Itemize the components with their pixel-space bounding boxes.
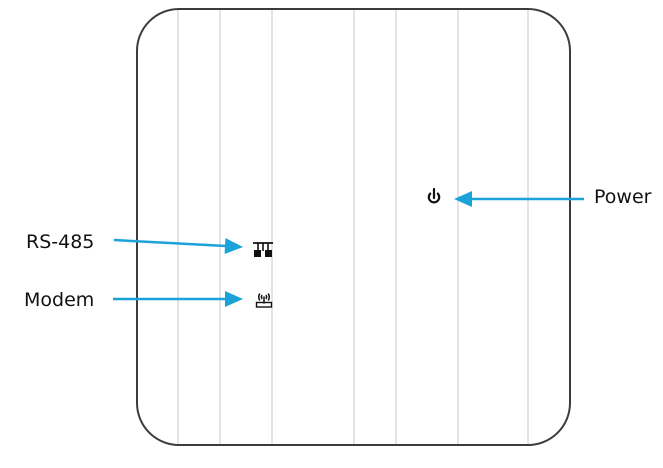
modem-arrowhead	[225, 291, 243, 307]
rs485-arrowhead	[224, 238, 243, 254]
modem-antenna-icon	[255, 293, 273, 308]
power-icon	[427, 187, 441, 204]
rs485-label: RS-485	[26, 231, 95, 253]
modem-label: Modem	[24, 289, 95, 311]
rs485-arrow-line	[113, 238, 227, 248]
power-arrowhead	[454, 191, 472, 207]
rs485-icon	[253, 242, 273, 257]
arrows	[113, 191, 584, 307]
panel-stripes	[177, 9, 529, 445]
device-outline	[136, 8, 571, 446]
power-label: Power	[594, 186, 652, 208]
